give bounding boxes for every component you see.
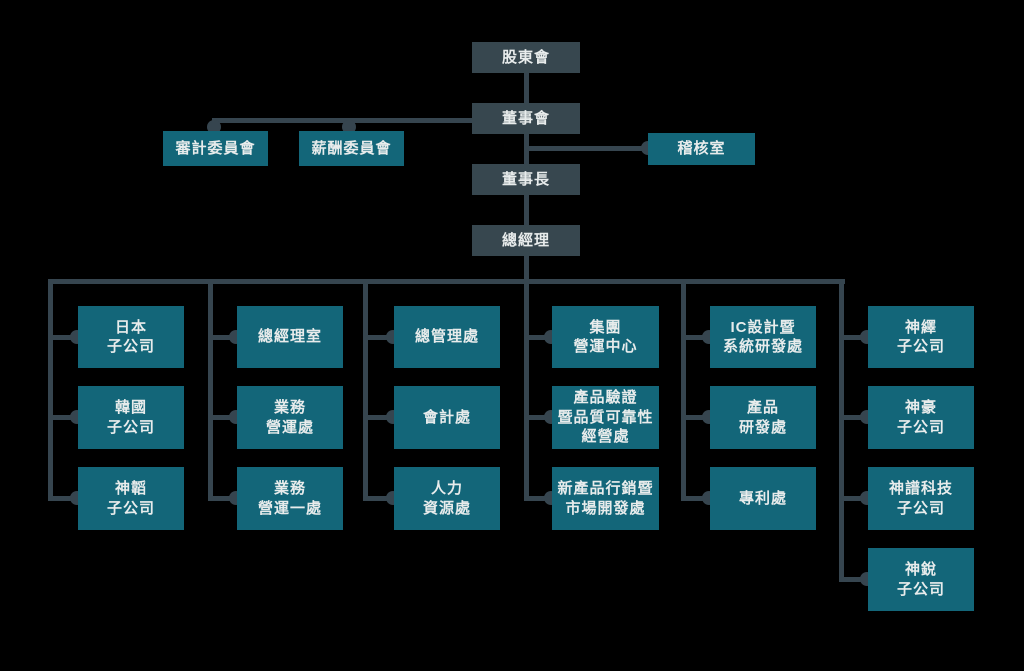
- connector-audit-office: [524, 146, 650, 151]
- node-chairman: 董事長: [472, 164, 580, 195]
- connector-stub: [524, 335, 556, 340]
- node-ic-design-system-rd-division: IC設計暨 系統研發處: [710, 306, 816, 368]
- node-new-product-marketing-development-division: 新產品行銷暨 市場開發處: [552, 467, 659, 530]
- node-product-rd-division: 產品 研發處: [710, 386, 816, 449]
- connector-stub: [363, 496, 398, 501]
- node-group-operations-center: 集團 營運中心: [552, 306, 659, 368]
- connector-stub: [681, 335, 714, 340]
- node-shenyi-subsidiary: 神繹 子公司: [868, 306, 974, 368]
- connector-stub: [524, 496, 556, 501]
- node-shenpu-technology-subsidiary: 神譜科技 子公司: [868, 467, 974, 530]
- connector-stub: [208, 335, 241, 340]
- node-president-office: 總經理室: [237, 306, 343, 368]
- node-accounting-division: 會計處: [394, 386, 500, 449]
- node-product-validation-quality-reliability-division: 產品驗證 暨品質可靠性 經營處: [552, 386, 659, 449]
- connector-spine-col5: [681, 279, 686, 501]
- connector-stub: [524, 415, 556, 420]
- connector-spine-col4: [524, 279, 529, 501]
- node-business-operations-division-1: 業務 營運一處: [237, 467, 343, 530]
- connector-stub: [681, 415, 714, 420]
- node-general-administration-division: 總管理處: [394, 306, 500, 368]
- node-shareholders-meeting: 股東會: [472, 42, 580, 73]
- dot-audit-committee: [207, 120, 221, 134]
- node-korea-subsidiary: 韓國 子公司: [78, 386, 184, 449]
- connector-spine-col3: [363, 279, 368, 501]
- node-remuneration-committee: 薪酬委員會: [299, 131, 404, 166]
- node-human-resources-division: 人力 資源處: [394, 467, 500, 530]
- node-shenrui-subsidiary: 神銳 子公司: [868, 548, 974, 611]
- connector-stub: [48, 415, 82, 420]
- node-business-operations-division: 業務 營運處: [237, 386, 343, 449]
- connector-distribution-horizontal: [48, 279, 845, 284]
- node-president: 總經理: [472, 225, 580, 256]
- connector-stub: [48, 496, 82, 501]
- connector-committees-horizontal: [212, 118, 474, 123]
- node-japan-subsidiary: 日本 子公司: [78, 306, 184, 368]
- node-audit-committee: 審計委員會: [163, 131, 268, 166]
- node-board-of-directors: 董事會: [472, 103, 580, 134]
- connector-stub: [839, 496, 872, 501]
- node-audit-office: 稽核室: [648, 133, 755, 165]
- connector-spine-col2: [208, 279, 213, 501]
- connector-stub: [839, 577, 872, 582]
- node-shentao-subsidiary: 神韜 子公司: [78, 467, 184, 530]
- node-patent-division: 專利處: [710, 467, 816, 530]
- connector-stub: [681, 496, 714, 501]
- connector-stub: [208, 496, 241, 501]
- connector-spine-col6: [839, 279, 844, 582]
- connector-spine-col1: [48, 279, 53, 501]
- connector-stub: [363, 335, 398, 340]
- connector-stub: [208, 415, 241, 420]
- connector-stub: [839, 415, 872, 420]
- connector-stub: [839, 335, 872, 340]
- node-shenhao-subsidiary: 神豪 子公司: [868, 386, 974, 449]
- connector-stub: [48, 335, 82, 340]
- dot-remuneration-committee: [342, 120, 356, 134]
- connector-stub: [363, 415, 398, 420]
